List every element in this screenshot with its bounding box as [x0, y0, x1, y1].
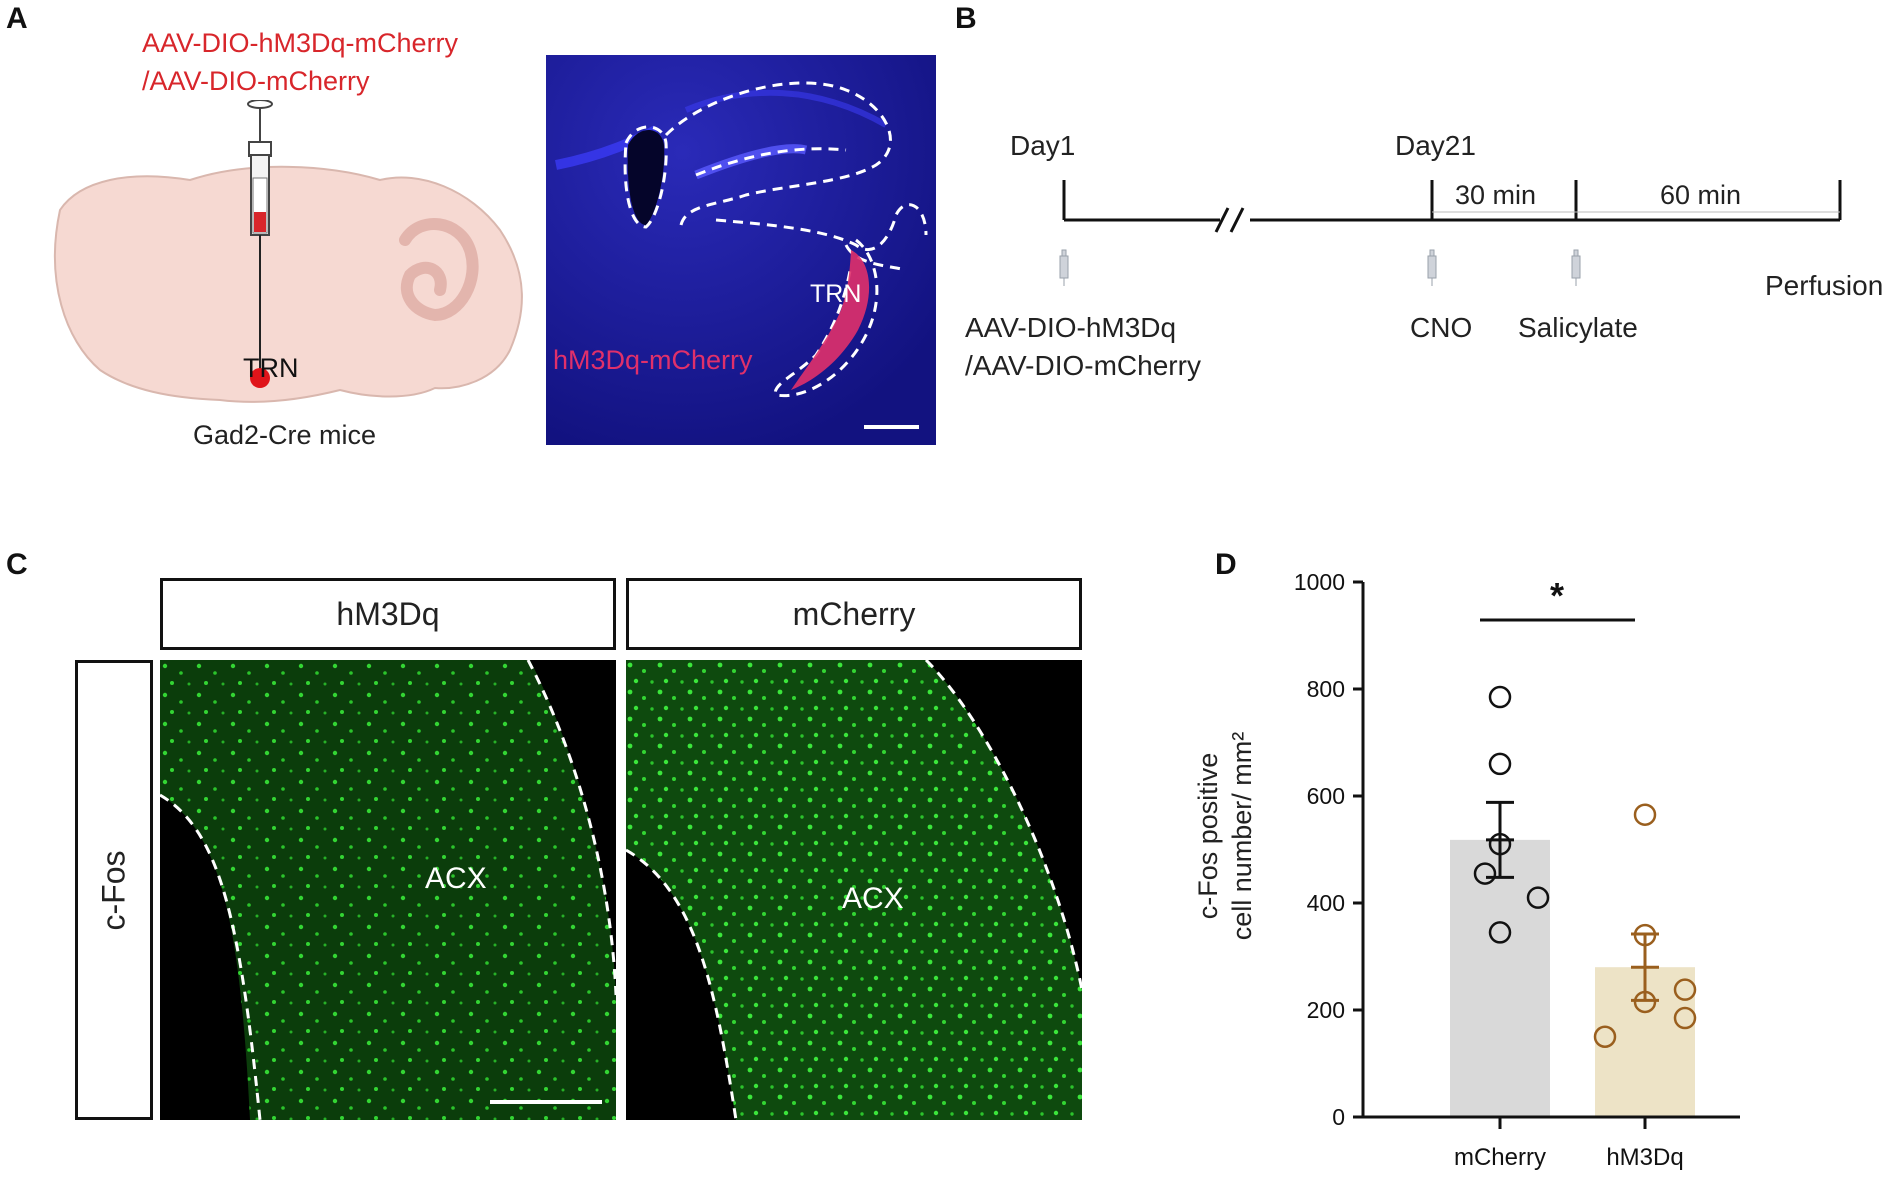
x-tick-label: hM3Dq — [1606, 1144, 1683, 1170]
injection-label-line2: /AAV-DIO-mCherry — [965, 350, 1201, 381]
scale-bar — [864, 425, 919, 429]
interval-30min-label: 30 min — [1455, 180, 1537, 210]
trn-mcherry-signal — [791, 250, 870, 390]
cfos-bar-chart: 0 200 400 600 800 1000 mCherry hM3Dq * — [1294, 570, 1740, 1170]
experimental-timeline — [1059, 180, 1842, 286]
scale-bar — [490, 1100, 602, 1104]
column-header-hm3dq: hM3Dq — [160, 578, 616, 650]
row-header-cfos-text: c-Fos — [95, 850, 132, 930]
micrograph-trn-label: TRN — [810, 280, 862, 308]
column-header-hm3dq-text: hM3Dq — [336, 595, 440, 632]
y-tick-label: 400 — [1307, 890, 1345, 916]
virus-label-line2: /AAV-DIO-mCherry — [142, 66, 370, 96]
trn-micrograph — [546, 55, 936, 445]
y-tick-label: 0 — [1332, 1104, 1345, 1130]
acx-label-mcherry: ACX — [842, 882, 904, 915]
syringe-icon — [247, 100, 273, 370]
panel-a-letter: A — [6, 2, 28, 35]
y-axis-title-line1: c-Fos positive — [1193, 752, 1223, 920]
cno-label: CNO — [1410, 312, 1473, 343]
column-header-mcherry-text: mCherry — [792, 595, 916, 632]
data-point — [1488, 752, 1512, 776]
data-point — [1673, 1006, 1697, 1030]
data-point — [1673, 978, 1697, 1001]
data-point — [1488, 832, 1512, 856]
bar-mcherry — [1450, 839, 1550, 1117]
break-mark-1 — [1214, 207, 1230, 233]
y-tick-label: 600 — [1307, 783, 1345, 809]
data-point — [1633, 803, 1657, 826]
interval-60min-label: 60 min — [1660, 180, 1742, 210]
day1-label: Day1 — [1010, 130, 1076, 161]
x-tick-label: mCherry — [1454, 1144, 1546, 1170]
y-tick-label: 1000 — [1294, 570, 1345, 595]
acx-label-hm3dq: ACX — [425, 862, 487, 895]
data-point — [1633, 990, 1657, 1014]
y-tick-label: 800 — [1307, 676, 1345, 702]
cfos-micrograph-hm3dq — [160, 660, 616, 1120]
data-point — [1633, 923, 1657, 947]
syringe-icon — [1059, 249, 1069, 286]
y-tick-label: 200 — [1307, 997, 1345, 1023]
syringe-icon — [1571, 249, 1581, 286]
day21-label: Day21 — [1395, 130, 1476, 161]
virus-label-line1: AAV-DIO-hM3Dq-mCherry — [142, 28, 459, 58]
data-point — [1526, 886, 1550, 909]
trn-target-dot — [250, 368, 270, 388]
panel-d-letter: D — [1215, 548, 1237, 581]
syringe-icon — [1427, 249, 1437, 286]
salicylate-label: Salicylate — [1518, 312, 1638, 343]
data-point — [1593, 1025, 1617, 1048]
brain-injection-illustration — [53, 100, 523, 403]
trn-target-label: TRN — [243, 353, 299, 383]
break-mark-2 — [1229, 207, 1245, 233]
row-header-cfos: c-Fos — [75, 660, 153, 1120]
perfusion-label: Perfusion — [1765, 270, 1884, 301]
panel-b-letter: B — [955, 2, 977, 35]
data-point — [1488, 921, 1512, 944]
cerebellum-folds — [399, 218, 479, 322]
injection-label-line1: AAV-DIO-hM3Dq — [965, 312, 1177, 343]
cfos-micrograph-mcherry — [626, 660, 1082, 1120]
mouse-strain-label: Gad2-Cre mice — [193, 420, 377, 450]
column-header-mcherry: mCherry — [626, 578, 1082, 650]
data-point — [1488, 685, 1512, 709]
data-point — [1473, 862, 1497, 885]
micrograph-stain-label: hM3Dq-mCherry — [553, 345, 753, 375]
y-axis-title-line2: cell number/ mm² — [1227, 731, 1257, 941]
panel-c-letter: C — [6, 548, 28, 581]
significance-asterisk: * — [1550, 575, 1564, 616]
